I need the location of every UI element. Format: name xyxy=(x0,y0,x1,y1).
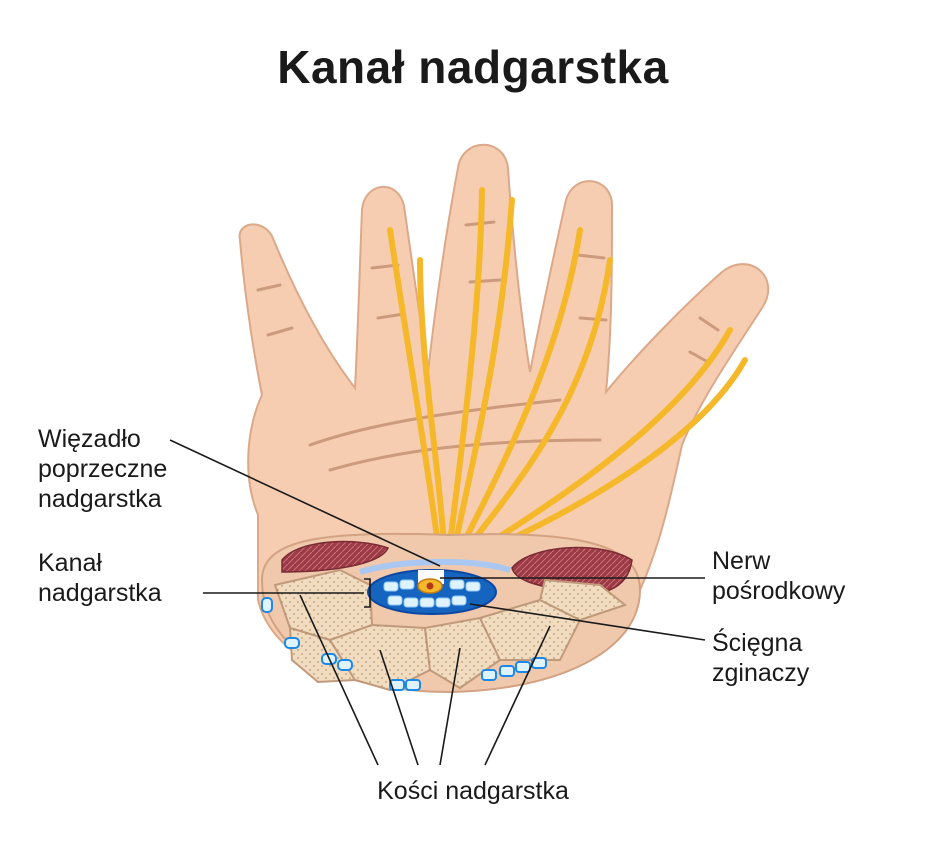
label-ligament-line-1: Więzadło xyxy=(38,425,141,453)
median-nerve xyxy=(417,570,444,594)
label-canal: Kanał nadgarstka xyxy=(38,548,162,608)
muscle-left xyxy=(281,540,390,573)
label-ligament: Więzadło poprzeczne nadgarstka xyxy=(38,424,167,514)
muscle-right xyxy=(511,546,633,595)
leader-lines xyxy=(169,439,706,766)
wrist-cross-section xyxy=(260,532,642,694)
label-canal-line-2: nadgarstka xyxy=(38,579,162,607)
label-tendons-line-1: Ścięgna xyxy=(712,629,803,657)
page-title: Kanał nadgarstka xyxy=(277,41,669,93)
label-nerve-line-2: pośrodkowy xyxy=(712,577,846,605)
label-nerve: Nerw pośrodkowy xyxy=(712,546,845,606)
label-ligament-line-2: poprzeczne xyxy=(38,455,168,483)
label-bones: Kości nadgarstka xyxy=(377,777,569,805)
label-ligament-line-3: nadgarstka xyxy=(38,485,162,513)
flexor-tendons xyxy=(383,579,481,608)
label-tendons: Ścięgna zginaczy xyxy=(712,628,809,688)
label-nerve-line-1: Nerw xyxy=(712,547,771,575)
transverse-carpal-ligament xyxy=(359,558,511,575)
label-canal-line-1: Kanał xyxy=(38,549,102,577)
label-tendons-line-2: zginaczy xyxy=(712,659,810,687)
